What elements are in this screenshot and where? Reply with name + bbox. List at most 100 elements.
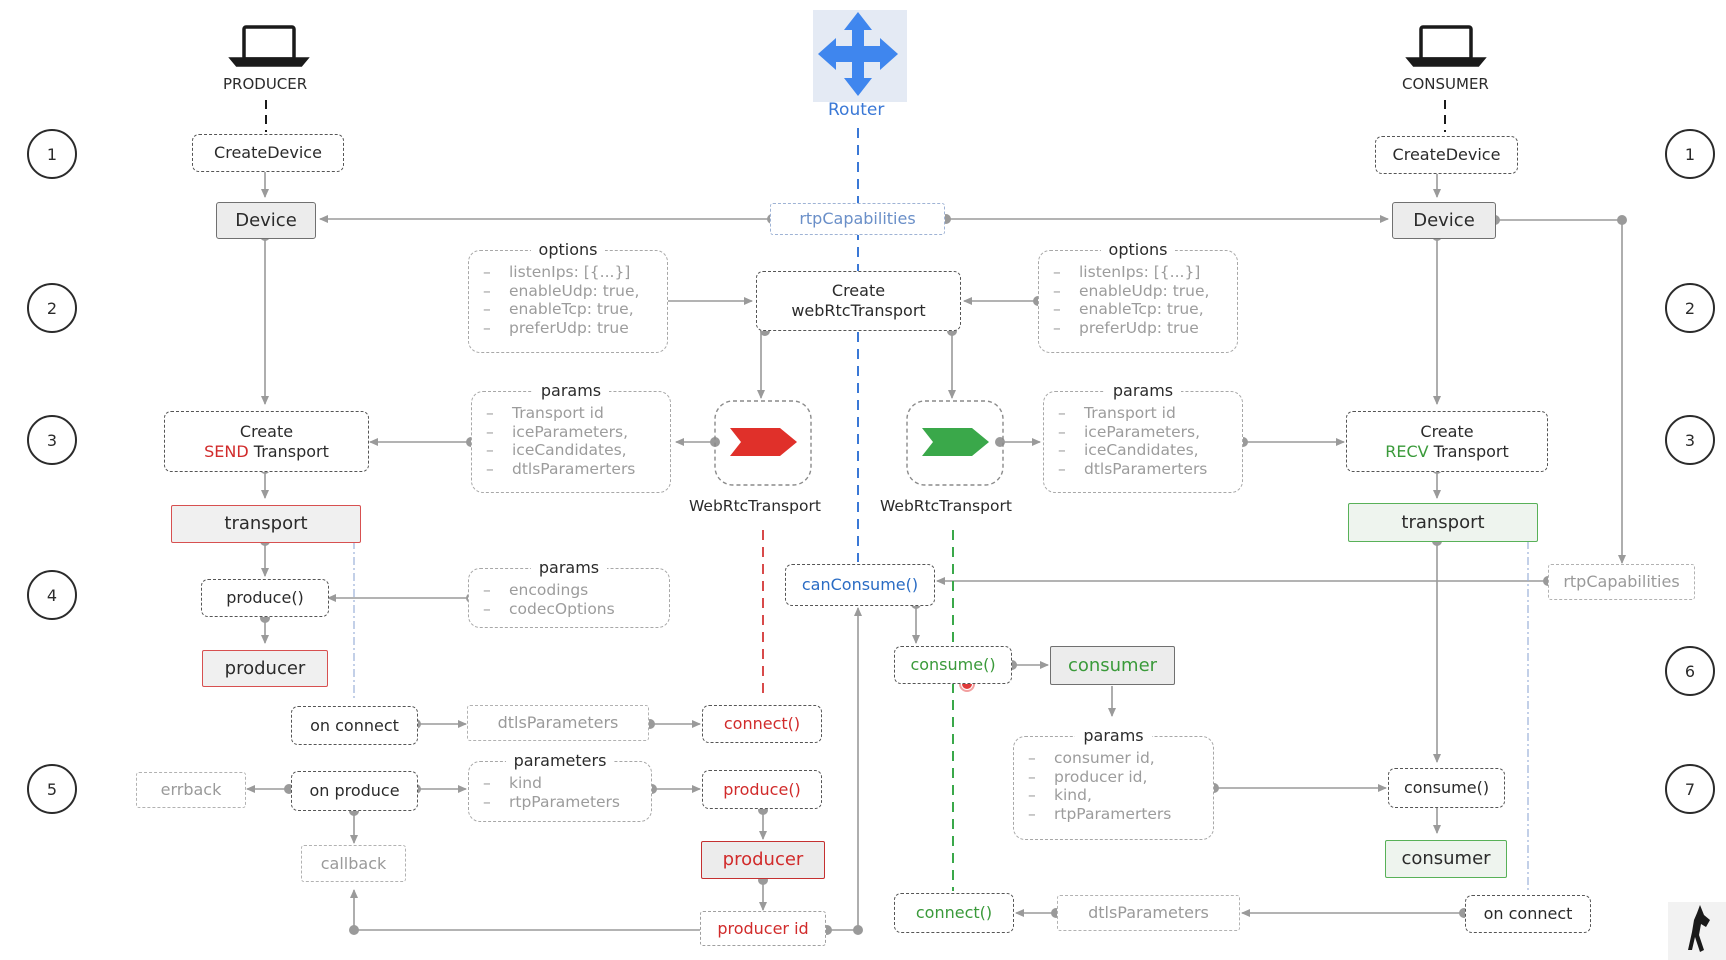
parameters-produce-item: rtpParameters [483, 793, 620, 812]
producer-object: producer [202, 650, 328, 687]
step-left-1: 1 [27, 129, 77, 179]
router-producer-object: producer [701, 841, 825, 879]
consumer-label: CONSUMER [1402, 75, 1489, 93]
create-recv-transport: Create RECV Transport [1346, 411, 1548, 472]
params-consume-title: params [1075, 726, 1152, 745]
producer-device: Device [216, 202, 316, 239]
on-connect-send: on connect [291, 706, 418, 745]
step-right-7: 7 [1665, 764, 1715, 814]
router-icon [813, 10, 907, 102]
produce-call: produce() [201, 579, 329, 617]
step-left-3: 3 [27, 415, 77, 465]
dtls-parameters-send: dtlsParameters [467, 705, 649, 741]
parameters-produce-title: parameters [505, 751, 615, 770]
options-left-item: preferUdp: true [483, 319, 639, 338]
consumer-rtp-capabilities: rtpCapabilities [1548, 564, 1695, 600]
params-left-title: params [532, 381, 610, 400]
params-produce-title: params [530, 558, 608, 577]
params-consume-item: rtpParamerters [1028, 805, 1171, 824]
can-consume: canConsume() [785, 564, 935, 606]
step-left-2: 2 [27, 283, 77, 333]
params-left-item: iceCandidates, [486, 441, 635, 460]
options-left-item: listenIps: [{...}] [483, 263, 639, 282]
send-transport-word: Transport [253, 441, 329, 461]
options-panel-left: options listenIps: [{...}] enableUdp: tr… [468, 240, 668, 353]
create-recv-transport-line1: Create [1420, 421, 1474, 441]
params-right-item: iceParameters, [1058, 423, 1207, 442]
router-connect-send: connect() [702, 705, 822, 743]
consumer-object: consumer [1385, 840, 1507, 878]
options-panel-right: options listenIps: [{...}] enableUdp: tr… [1038, 240, 1238, 353]
parameters-produce-item: kind [483, 774, 620, 793]
params-left-item: iceParameters, [486, 423, 635, 442]
router-consumer-object: consumer [1050, 646, 1175, 685]
create-send-transport-line2: SEND Transport [204, 442, 329, 462]
red-chevron-icon [730, 428, 797, 456]
callback: callback [301, 845, 406, 882]
producer-label: PRODUCER [223, 75, 308, 93]
dtls-parameters-recv: dtlsParameters [1057, 895, 1240, 931]
consumer-transport: transport [1348, 503, 1538, 542]
create-send-transport-line1: Create [239, 421, 294, 441]
recv-transport-word: Transport [1433, 441, 1509, 461]
on-produce: on produce [291, 771, 418, 811]
options-right-item: listenIps: [{...}] [1053, 263, 1209, 282]
params-consume-item: consumer id, [1028, 749, 1171, 768]
router-produce-call: produce() [702, 770, 822, 809]
params-consume-item: kind, [1028, 786, 1171, 805]
step-right-2: 2 [1665, 283, 1715, 333]
climber-logo-icon [1668, 902, 1726, 960]
params-consume-item: producer id, [1028, 768, 1171, 787]
consumer-device: Device [1392, 202, 1496, 239]
step-left-4: 4 [27, 570, 77, 620]
create-webrtc-line2: webRtcTransport [791, 301, 926, 320]
params-produce-item: encodings [483, 581, 615, 600]
consumer-consume-call: consume() [1388, 768, 1505, 808]
params-panel-produce: params encodings codecOptions [468, 558, 670, 628]
params-right-title: params [1104, 381, 1182, 400]
options-right-item: enableTcp: true, [1053, 300, 1209, 319]
recv-word: RECV [1385, 441, 1429, 461]
params-right-item: dtlsParamerters [1058, 460, 1207, 479]
step-left-5: 5 [27, 764, 77, 814]
producer-transport: transport [171, 505, 361, 543]
options-left-title: options [530, 240, 606, 259]
options-left-item: enableTcp: true, [483, 300, 639, 319]
step-right-1: 1 [1665, 129, 1715, 179]
params-panel-left: params Transport id iceParameters, iceCa… [471, 381, 671, 493]
create-recv-transport-line2: RECV Transport [1385, 442, 1509, 462]
step-right-6: 6 [1665, 646, 1715, 696]
params-panel-consume: params consumer id, producer id, kind, r… [1013, 726, 1214, 840]
router-label: Router [828, 100, 885, 120]
router-rtp-capabilities: rtpCapabilities [770, 203, 945, 235]
producer-create-device: CreateDevice [192, 134, 344, 172]
options-right-item: preferUdp: true [1053, 319, 1209, 338]
green-chevron-icon [922, 428, 989, 456]
errback: errback [136, 772, 246, 808]
params-right-item: iceCandidates, [1058, 441, 1207, 460]
laptop-icon [228, 25, 310, 67]
consumer-create-device: CreateDevice [1375, 136, 1518, 174]
step-right-3: 3 [1665, 415, 1715, 465]
options-right-title: options [1100, 240, 1176, 259]
laptop-icon [1405, 25, 1487, 67]
on-connect-recv: on connect [1465, 895, 1591, 933]
webrtc-transport-send-label: WebRtcTransport [689, 497, 821, 515]
params-left-item: Transport id [486, 404, 635, 423]
params-left-item: dtlsParamerters [486, 460, 635, 479]
params-right-item: Transport id [1058, 404, 1207, 423]
parameters-panel-produce: parameters kind rtpParameters [468, 751, 652, 822]
create-send-transport: Create SEND Transport [164, 411, 369, 472]
router-consume-call: consume() [894, 646, 1012, 684]
params-produce-item: codecOptions [483, 600, 615, 619]
options-right-item: enableUdp: true, [1053, 282, 1209, 301]
options-left-item: enableUdp: true, [483, 282, 639, 301]
producer-id: producer id [700, 911, 826, 946]
send-word: SEND [204, 441, 249, 461]
router-connect-recv: connect() [894, 893, 1014, 933]
webrtc-transport-recv-label: WebRtcTransport [880, 497, 1012, 515]
params-panel-right: params Transport id iceParameters, iceCa… [1043, 381, 1243, 493]
create-webrtc-line1: Create [831, 281, 886, 300]
create-webrtc-transport: Create webRtcTransport [756, 271, 961, 331]
